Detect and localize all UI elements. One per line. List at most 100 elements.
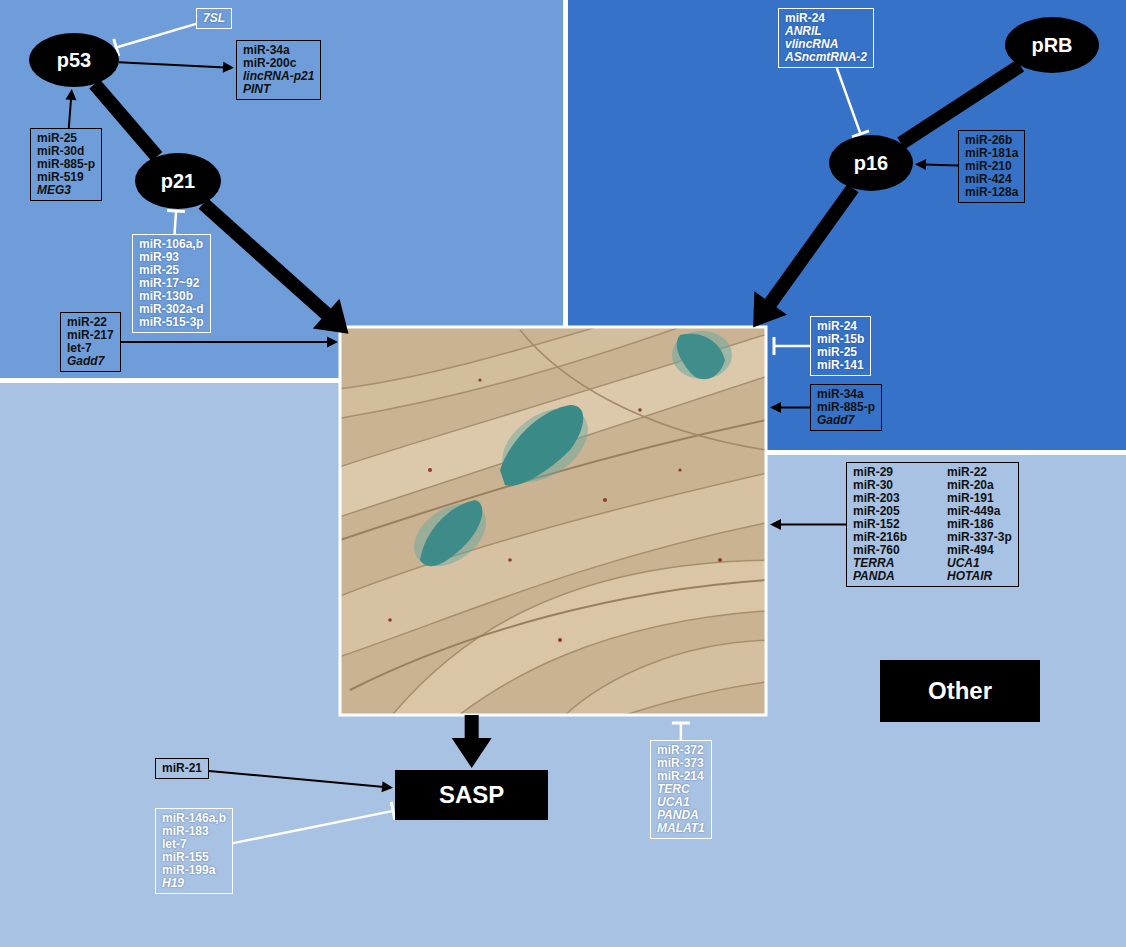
cell-micrograph-part [603, 498, 607, 502]
ellipse-outline [135, 153, 221, 209]
rna-name: miR-26b [965, 134, 1018, 147]
layout-arrow [753, 188, 853, 327]
rna-list-box: miR-29miR-30miR-203miR-205miR-152miR-216… [846, 462, 1019, 587]
rna-name: miR-373 [657, 757, 705, 770]
layout-arrow [452, 715, 492, 768]
rna-name: Gadd7 [817, 414, 875, 427]
rna-name: PANDA [657, 809, 705, 822]
rna-name: miR-372 [657, 744, 705, 757]
rna-name: miR-214 [657, 770, 705, 783]
cell-micrograph-part [672, 331, 732, 379]
rna-name: miR-424 [965, 173, 1018, 186]
rna-list-box: miR-21 [155, 758, 209, 779]
rna-name: PINT [243, 83, 314, 96]
ellipse-outline [29, 33, 119, 87]
cell-micrograph-part [488, 393, 601, 497]
connector [119, 62, 234, 73]
rna-name: let-7 [162, 838, 226, 851]
cell-micrograph-part [678, 468, 681, 471]
rna-name: miR-155 [162, 851, 226, 864]
connector [114, 24, 196, 56]
rna-name: miR-152 [853, 518, 907, 531]
rna-name: miR-15b [817, 333, 864, 346]
rna-name: miR-141 [817, 359, 864, 372]
rna-name: miR-24 [785, 12, 867, 25]
rna-list-box: 7SL [196, 8, 232, 29]
connector [837, 68, 869, 137]
rna-name: let-7 [67, 342, 114, 355]
rna-name: miR-128a [965, 186, 1018, 199]
rna-list-box: miR-34amiR-200clincRNA-p21PINT [236, 40, 321, 100]
cell-micrograph-part [560, 640, 766, 715]
rna-name: miR-199a [162, 864, 226, 877]
connector-line [837, 68, 861, 134]
panel-background-part [0, 0, 563, 378]
rna-name: miR-186 [947, 518, 1012, 531]
connector-line [116, 24, 196, 48]
arrow-head [770, 402, 781, 413]
rna-list-box: miR-24miR-15bmiR-25miR-141 [810, 316, 871, 376]
connector [209, 771, 393, 792]
rna-name: miR-885-p [817, 401, 875, 414]
ellipse-outline [1005, 17, 1099, 73]
rna-list-box: miR-372miR-373miR-214TERCUCA1PANDAMALAT1 [650, 740, 712, 839]
rna-name: miR-181a [965, 147, 1018, 160]
cell-micrograph-part [420, 500, 482, 566]
cell-micrograph-part [677, 334, 725, 379]
rna-name: miR-25 [37, 132, 95, 145]
connector-line [774, 345, 810, 348]
rna-name: miR-30d [37, 145, 95, 158]
rna-name: miR-106a,b [139, 238, 204, 251]
cell-micrograph-part [508, 558, 512, 562]
rna-name: miR-24 [817, 320, 864, 333]
rna-list-box: miR-24ANRILvlincRNAASncmtRNA-2 [778, 8, 874, 68]
rna-name: ANRIL [785, 25, 867, 38]
rna-name: PANDA [853, 570, 907, 583]
rna-name: miR-885-p [37, 158, 95, 171]
inhibition-bar [672, 722, 690, 725]
rna-name: miR-337-3p [947, 531, 1012, 544]
connector [95, 84, 157, 157]
layout-arrow [774, 337, 810, 355]
connector-line [901, 66, 1020, 144]
cell-micrograph-part [638, 408, 642, 412]
rna-name: miR-21 [162, 762, 202, 775]
protein-ellipse: pRB [1004, 16, 1100, 74]
layout-arrows [121, 188, 853, 768]
cell-micrograph [340, 327, 766, 715]
rna-name: ASncmtRNA-2 [785, 51, 867, 64]
rna-name: miR-519 [37, 171, 95, 184]
connector [167, 210, 185, 234]
rna-name: miR-20a [947, 479, 1012, 492]
rna-name: MALAT1 [657, 822, 705, 835]
rna-name: miR-25 [139, 264, 204, 277]
connector-line [119, 62, 225, 67]
layout-arrow [121, 337, 338, 348]
rna-name: miR-130b [139, 290, 204, 303]
rna-name: miR-302a-d [139, 303, 204, 316]
protein-ellipse: p16 [828, 134, 914, 192]
rna-name: miR-30 [853, 479, 907, 492]
connector-line [680, 723, 683, 740]
outcome-box: Other [880, 660, 1040, 722]
rna-name: miR-29 [853, 466, 907, 479]
cell-micrograph-part [428, 468, 432, 472]
protein-ellipse: p21 [134, 152, 222, 210]
connector [915, 159, 958, 170]
rna-name: 7SL [203, 12, 225, 25]
rna-name: miR-760 [853, 544, 907, 557]
connector-line [233, 811, 393, 843]
cell-micrograph-part [402, 491, 497, 579]
arrow-head [382, 781, 393, 792]
rna-name: miR-494 [947, 544, 1012, 557]
rna-name: miR-203 [853, 492, 907, 505]
layout-arrow [672, 723, 690, 740]
rna-name: miR-22 [947, 466, 1012, 479]
rna-name: miR-93 [139, 251, 204, 264]
rna-list-box: miR-22miR-217let-7Gadd7 [60, 312, 121, 372]
connector [233, 802, 395, 843]
rna-name: miR-34a [243, 44, 314, 57]
micrograph-frame-part [340, 327, 766, 715]
rna-name: miR-216b [853, 531, 907, 544]
micrograph-frame [340, 327, 766, 715]
